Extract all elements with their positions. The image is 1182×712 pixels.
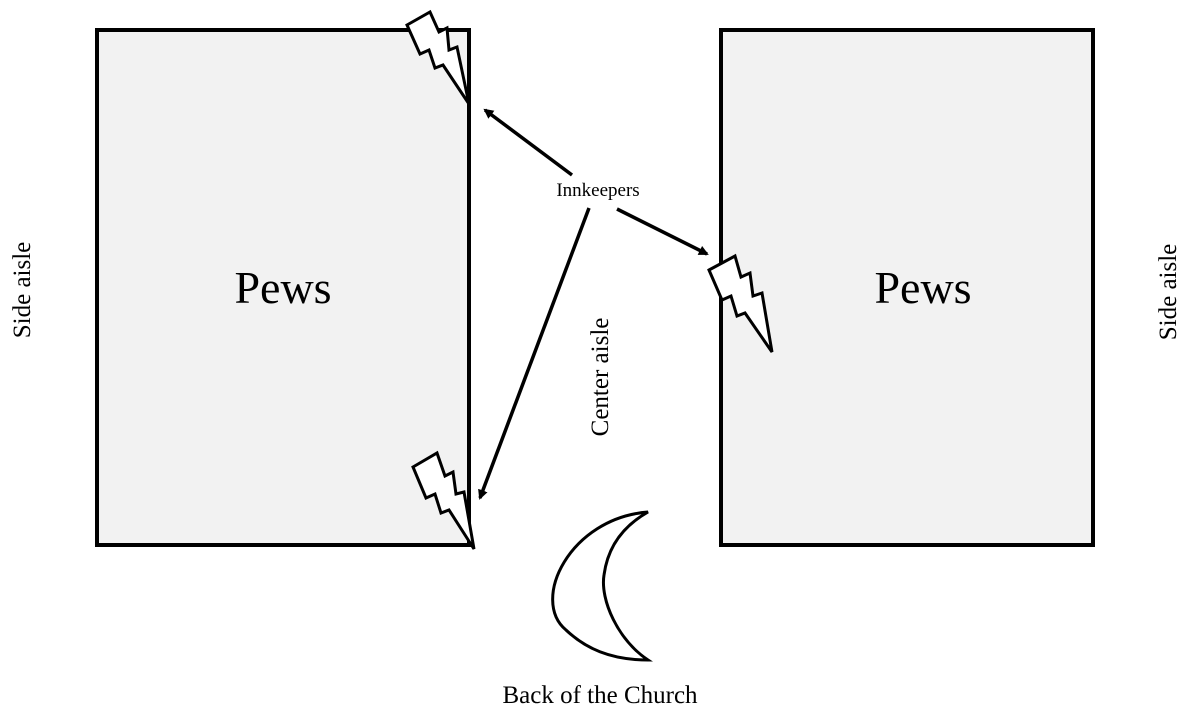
arrow-to-left-bottom-corner xyxy=(478,207,591,500)
arrow-to-right-block-corner xyxy=(616,207,709,256)
lightning-bolt-icon-left-bottom xyxy=(411,450,476,550)
lightning-bolt-icon-right xyxy=(707,253,774,353)
right-pews-label: Pews xyxy=(874,262,971,313)
lightning-bolt-icon-left-top xyxy=(405,9,471,105)
crescent-moon-icon xyxy=(551,510,653,662)
right-side-aisle-label: Side aisle xyxy=(1155,244,1182,341)
center-aisle-label: Center aisle xyxy=(587,318,614,437)
left-pews-block xyxy=(95,28,471,547)
left-pews-label: Pews xyxy=(234,262,331,313)
left-side-aisle-label: Side aisle xyxy=(9,242,36,339)
arrow-to-left-top-corner xyxy=(483,108,574,177)
back-of-church-label: Back of the Church xyxy=(502,682,698,709)
right-pews-block xyxy=(719,28,1095,547)
innkeepers-label: Innkeepers xyxy=(556,180,639,201)
